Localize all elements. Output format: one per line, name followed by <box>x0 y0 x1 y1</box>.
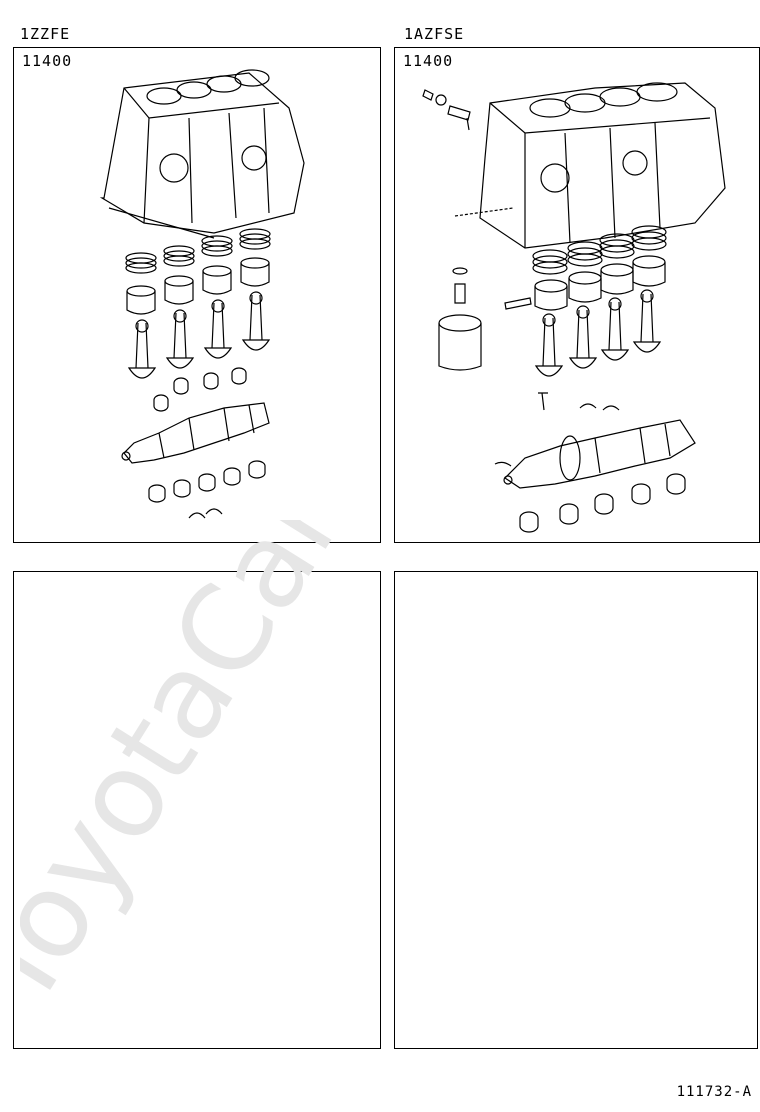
diagram-panel-empty-left <box>13 571 381 1049</box>
diagram-panel-1zzfe: 11400 <box>13 47 381 543</box>
diagram-reference-number: 111732-A <box>676 1084 752 1100</box>
short-block-illustration-left <box>99 69 305 519</box>
short-block-illustration-right <box>422 82 726 533</box>
part-code-left: 11400 <box>22 52 73 70</box>
engine-label-right: 1AZFSE <box>404 25 465 43</box>
engine-label-left: 1ZZFE <box>20 25 71 43</box>
diagram-panel-1azfse: 11400 <box>394 47 760 543</box>
diagram-panel-empty-right <box>394 571 758 1049</box>
part-code-right: 11400 <box>403 52 454 70</box>
